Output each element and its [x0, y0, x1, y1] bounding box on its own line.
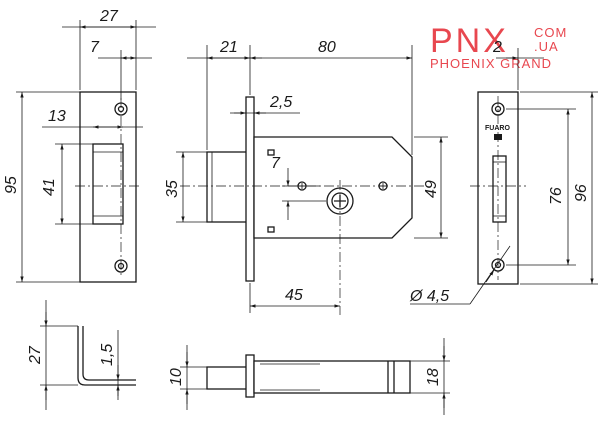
lock-case: [253, 136, 413, 239]
brand-logo: PNX COM .UA PHOENIX GRAND: [430, 22, 567, 71]
dim-faceplate-top: 2: [492, 39, 502, 56]
bottom-view: 10 18: [168, 338, 450, 415]
faceplate-view: FUARO 2 76 96 Ø 4,5: [409, 39, 598, 305]
dim-cylinder-offset: 7: [271, 155, 281, 172]
logo-subtitle: PHOENIX GRAND: [430, 56, 552, 71]
lock-body-view: 21 80 2,5 35 7 49 45: [164, 39, 448, 315]
dim-strike-slot-offset: 13: [48, 108, 66, 125]
screw-hole-icon: [494, 105, 502, 113]
strike-profile-inner: [82, 326, 136, 381]
logo-com: COM: [534, 25, 567, 40]
faceplate-bolt-slot: [492, 155, 507, 223]
case-window: [267, 149, 275, 156]
dim-backset: 21: [219, 39, 238, 56]
dim-hole-spacing: 76: [548, 187, 565, 205]
dim-body-thickness: 18: [425, 368, 442, 386]
dim-bolt-thickness: 10: [168, 368, 185, 386]
bolt-bottom: [206, 366, 252, 390]
dim-strike-slot-height: 41: [41, 178, 58, 196]
dim-faceplate-height: 96: [573, 184, 590, 202]
dim-strike-hole-offset: 7: [90, 39, 100, 56]
case-bottom: [253, 360, 411, 394]
dim-strike-height: 95: [3, 176, 20, 194]
dim-strike-width: 27: [99, 8, 119, 25]
dim-profile-thickness: 1,5: [99, 344, 116, 366]
dim-profile-height: 27: [27, 345, 44, 365]
dim-faceplate-thickness: 2,5: [269, 94, 292, 111]
dim-hole-diameter: Ø 4,5: [409, 288, 449, 305]
logo-ua: .UA: [534, 39, 559, 54]
dim-axis-distance: 45: [285, 287, 303, 304]
case-window: [267, 226, 275, 233]
logo-main: PNX: [430, 22, 509, 60]
strike-slot: [92, 143, 124, 225]
dim-bolt-height: 35: [164, 180, 181, 198]
dim-length: 80: [318, 39, 336, 56]
lock-faceplate-side: [245, 96, 255, 282]
strike-plate-view: 27 7 13 41 95: [3, 8, 156, 283]
lock-bolt: [206, 151, 252, 223]
faceplate-bottom: [245, 354, 255, 398]
dim-body-height: 49: [423, 180, 440, 198]
profile-view: 27 1,5: [27, 300, 136, 410]
strike-profile-outer: [77, 326, 136, 386]
